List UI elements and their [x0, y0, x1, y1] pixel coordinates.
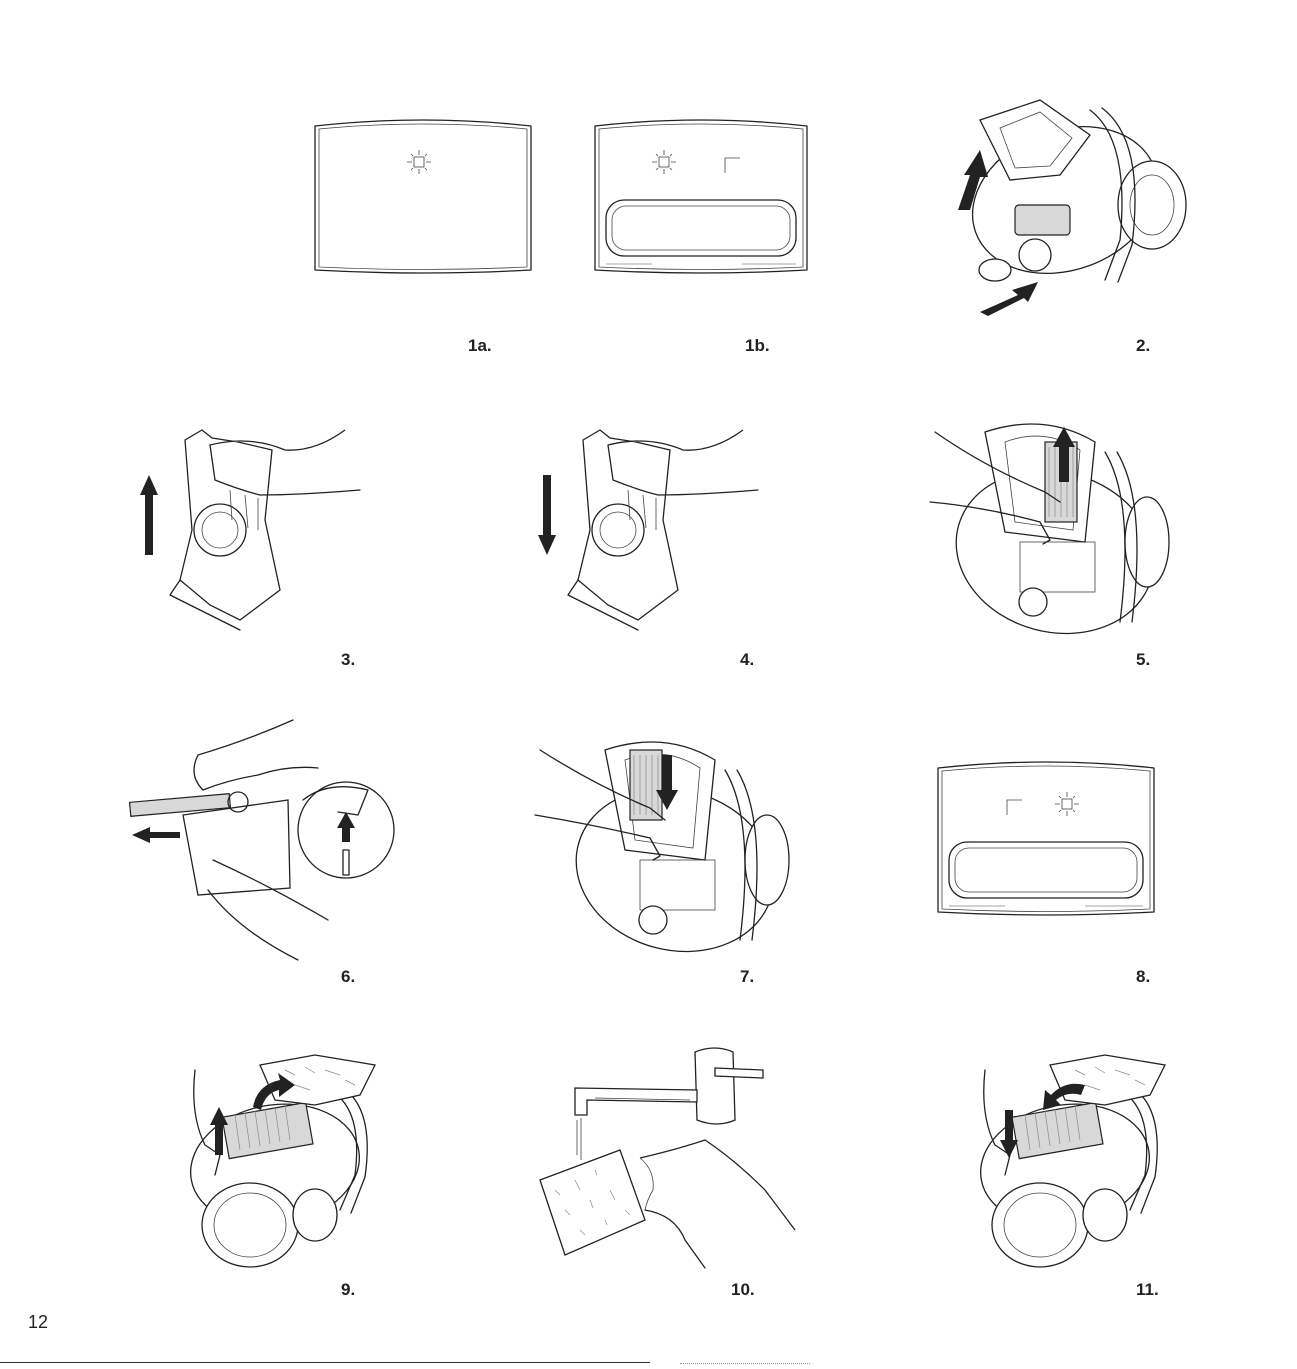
figure-3-caption: 3. [341, 650, 355, 670]
bottom-rule [0, 1362, 650, 1363]
blinking-light-icon [652, 150, 676, 174]
figure-2-vacuum-open-lid [940, 80, 1190, 320]
bottom-scan-speck [680, 1363, 810, 1366]
figure-7-reinsert-filter [535, 730, 795, 960]
arrow-down-icon [538, 475, 556, 555]
figure-8-indicator-panel [935, 760, 1157, 918]
figure-1b-caption: 1b. [745, 336, 770, 356]
arrow-left-icon [132, 827, 180, 843]
figure-3-remove-dust-bag [140, 420, 370, 635]
blinking-light-icon [1055, 792, 1079, 816]
blinking-light-icon [407, 150, 431, 174]
figure-1b-indicator-panel [592, 118, 810, 276]
figure-9-caption: 9. [341, 1280, 355, 1300]
figure-1a-caption: 1a. [468, 336, 492, 356]
arrow-up-icon [140, 475, 158, 555]
figure-9-remove-exhaust-filter [165, 1055, 380, 1280]
figure-7-caption: 7. [740, 967, 754, 987]
figure-4-caption: 4. [740, 650, 754, 670]
figure-6-separate-filter [128, 720, 408, 965]
figure-1a-indicator-panel [312, 118, 534, 276]
figure-5-caption: 5. [1136, 650, 1150, 670]
figure-5-lift-filter [925, 412, 1175, 642]
figure-11-caption: 11. [1136, 1280, 1159, 1300]
figure-10-rinse-filter [535, 1040, 805, 1270]
figure-2-caption: 2. [1136, 336, 1150, 356]
figure-10-caption: 10. [731, 1280, 755, 1300]
unlit-indicator-icon [725, 158, 740, 173]
figure-6-caption: 6. [341, 967, 355, 987]
page-number: 12 [28, 1312, 48, 1333]
figure-8-caption: 8. [1136, 967, 1150, 987]
figure-4-insert-dust-bag [538, 420, 768, 635]
unlit-indicator-icon [1007, 800, 1022, 815]
arrow-down-left-icon [980, 282, 1038, 316]
figure-11-replace-exhaust-filter [955, 1055, 1170, 1280]
